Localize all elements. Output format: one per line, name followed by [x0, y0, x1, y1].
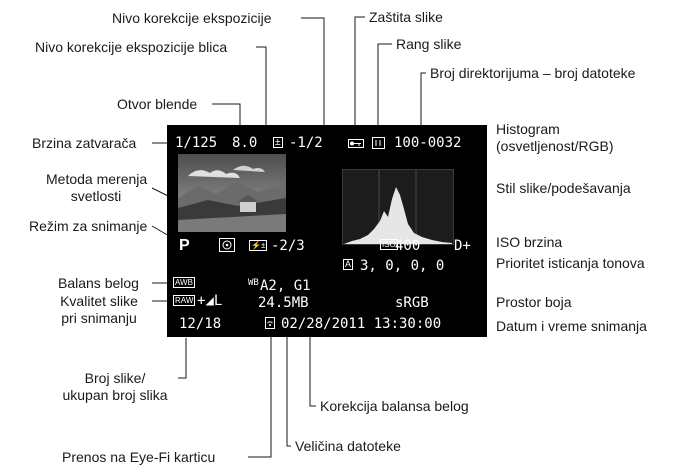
- rating-icon: [372, 137, 385, 149]
- leader-protect: [354, 16, 365, 133]
- label-rating: Rang slike: [396, 36, 462, 52]
- picture-style-badge: A: [343, 259, 354, 270]
- label-white-balance: Balans belog: [58, 275, 139, 291]
- label-color-space: Prostor boja: [496, 294, 572, 310]
- datetime-value: 02/28/2011 13:30:00: [281, 316, 442, 332]
- leader-file-size: [286, 314, 291, 447]
- image-count-value: 12/18: [179, 316, 222, 332]
- label-histogram: Histogram (osvetljenost/RGB): [496, 121, 614, 154]
- file-size-value: 24.5MB: [258, 295, 309, 311]
- label-image-number: Broj slike/ ukupan broj slika: [62, 370, 168, 403]
- label-metering-mode: Metoda merenja svetlosti: [46, 171, 148, 204]
- label-shooting-mode: Režim za snimanje: [29, 218, 148, 234]
- label-folder-file: Broj direktorijuma – broj datoteke: [430, 65, 636, 81]
- label-aperture: Otvor blende: [117, 96, 198, 112]
- leader-eyefi: [248, 336, 272, 458]
- label-iso: ISO brzina: [496, 234, 563, 250]
- label-htp: Prioritet isticanja tonova: [496, 255, 645, 271]
- exposure-comp-value: -1/2: [289, 135, 323, 151]
- eyefi-icon: [265, 317, 275, 329]
- leader-rating: [377, 43, 392, 133]
- flash-comp-icon: ⚡±: [249, 240, 268, 251]
- key-icon: [348, 139, 364, 148]
- shutter-value: 1/125: [175, 135, 218, 151]
- aperture-value: 8.0: [232, 135, 258, 151]
- label-date-time: Datum i vreme snimanja: [496, 318, 647, 334]
- label-eyefi: Prenos na Eye-Fi karticu: [62, 449, 216, 465]
- exposure-comp-icon: ±: [273, 137, 283, 148]
- color-space-value: sRGB: [395, 295, 429, 311]
- wb-shift-badge: WB: [248, 278, 259, 288]
- camera-screen: 1/125 8.0 ± -1/2 100-0032: [167, 125, 487, 337]
- label-wb-correction: Korekcija balansa belog: [320, 398, 469, 414]
- label-protect: Zaštita slike: [369, 9, 443, 25]
- label-file-size: Veličina datoteke: [295, 438, 401, 454]
- flash-comp-value: -2/3: [271, 238, 305, 254]
- label-image-quality: Kvalitet slike pri snimanju: [60, 293, 138, 326]
- histogram-chart: [342, 169, 454, 245]
- leader-aperture: [212, 103, 241, 133]
- iso-value: 400: [395, 238, 421, 254]
- htp-value: D+: [454, 238, 471, 254]
- quality-suffix: +◢L: [197, 293, 223, 309]
- wb-shift-value: A2, G1: [260, 278, 311, 294]
- leader-image-number: [178, 338, 187, 379]
- photo-thumbnail: [178, 154, 286, 232]
- wb-badge: AWB: [173, 277, 195, 288]
- label-flash-exposure-comp: Nivo korekcije ekspozicije blica: [35, 39, 228, 55]
- metering-icon: [219, 238, 235, 252]
- iso-badge: ISO: [380, 239, 398, 250]
- folder-file-value: 100-0032: [394, 135, 462, 151]
- shooting-mode-value: P: [179, 237, 190, 254]
- raw-badge: RAW: [173, 295, 196, 306]
- label-shutter-speed: Brzina zatvarača: [32, 135, 137, 151]
- label-picture-style: Stil slike/podešavanja: [496, 180, 631, 196]
- leader-folder-file: [420, 72, 426, 133]
- leader-exposure-comp: [301, 17, 325, 133]
- picture-style-values: 3, 0, 0, 0: [360, 258, 445, 274]
- label-exposure-comp: Nivo korekcije ekspozicije: [112, 10, 272, 26]
